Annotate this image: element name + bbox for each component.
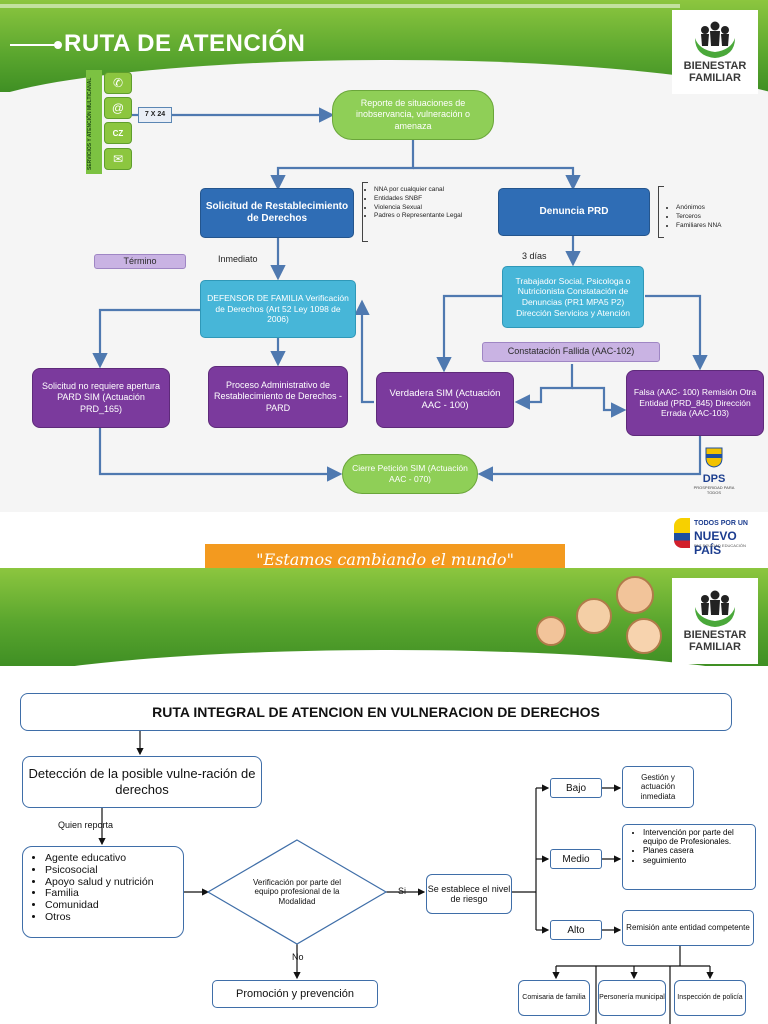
level-medio: Medio: [550, 849, 602, 869]
dps-subtext: PROSPERIDAD PARA TODOS: [693, 485, 735, 495]
solicitud-bracket: [362, 182, 368, 242]
institution-inspeccion: Inspección de policía: [674, 980, 746, 1016]
dps-logo: DPS PROSPERIDAD PARA TODOS: [690, 446, 738, 510]
institution-comisaria: Comisaria de familia: [518, 980, 590, 1016]
family-logo-icon: [695, 590, 735, 627]
list-item: seguimiento: [643, 856, 751, 865]
gov-line-2: NUEVO PAÍS: [694, 529, 737, 557]
child-illustration-icon: [576, 598, 612, 634]
list-item: Otros: [45, 911, 177, 924]
flow-connectors: [98, 731, 714, 1024]
title-line: [10, 44, 58, 46]
falsa-node: Falsa (AAC- 100) Remisión Otra Entidad (…: [626, 370, 764, 436]
child-illustration-icon: [536, 616, 566, 646]
cierre-node: Cierre Petición SIM (Actuación AAC - 070…: [342, 454, 478, 494]
ruta-atencion-slide: RUTA DE ATENCIÓN BIENESTAR FAMILIAR SERV…: [0, 0, 768, 512]
list-item: Familia: [45, 887, 177, 900]
child-illustration-icon: [626, 618, 662, 654]
quien-reporta-label: Quien reporta: [58, 820, 114, 830]
gov-line-3: PAZ EQUIDAD EDUCACIÓN: [694, 543, 746, 548]
gov-logo: TODOS POR UN NUEVO PAÍS PAZ EQUIDAD EDUC…: [668, 512, 764, 557]
list-item: Agente educativo: [45, 852, 177, 865]
slide-title: RUTA DE ATENCIÓN: [64, 30, 306, 57]
verificacion-node: Verificación por parte del equipo profes…: [252, 878, 342, 906]
list-item: Entidades SNBF: [374, 195, 506, 204]
inmediato-label: Inmediato: [218, 254, 258, 264]
list-item: Violencia Sexual: [374, 204, 506, 213]
level-alto: Alto: [550, 920, 602, 940]
constatacion-fallida-node: Constatación Fallida (AAC-102): [482, 342, 660, 362]
si-label: Si: [398, 886, 407, 896]
banner-curve: [0, 650, 768, 666]
verdadera-node: Verdadera SIM (Actuación AAC - 100): [376, 372, 514, 428]
nivel-riesgo-node: Se establece el nivel de riesgo: [426, 874, 512, 914]
coat-of-arms-icon: [705, 447, 723, 468]
solicitud-sources-list: NNA por cualquier canal Entidades SNBF V…: [366, 186, 506, 221]
list-item: Apoyo salud y nutrición: [45, 876, 177, 889]
list-item: Familiares NNA: [676, 222, 768, 231]
availability-label: 7 X 24: [138, 107, 172, 123]
list-item: Padres o Representante Legal: [374, 212, 506, 221]
list-item: NNA por cualquier canal: [374, 186, 506, 195]
defensor-node: DEFENSOR DE FAMILIA Verificación de Dere…: [200, 280, 356, 338]
no-label: No: [292, 952, 304, 962]
family-logo-icon: [695, 21, 735, 58]
route-title: RUTA INTEGRAL DE ATENCION EN VULNERACION…: [20, 693, 732, 731]
brand-line-2: FAMILIAR: [689, 641, 741, 653]
list-item: Psicosocial: [45, 864, 177, 877]
at-sign-icon: @: [104, 97, 132, 119]
list-item: Terceros: [676, 213, 768, 222]
report-node: Reporte de situaciones de inobservancia,…: [332, 90, 494, 140]
channels-strip: SERVICIOS Y ATENCIÓN MULTICANAL: [86, 70, 102, 174]
denuncia-node: Denuncia PRD: [498, 188, 650, 236]
bienestar-logo: BIENESTAR FAMILIAR: [672, 578, 758, 664]
solicitud-node: Solicitud de Restablecimiento de Derecho…: [200, 188, 354, 238]
banner-stripe: [0, 4, 680, 8]
promocion-node: Promoción y prevención: [212, 980, 378, 1008]
child-illustration-icon: [616, 576, 654, 614]
termino-label: Término: [94, 254, 186, 269]
alto-action-node: Remisión ante entidad competente: [622, 910, 754, 946]
medio-actions-list: Intervención por parte del equipo de Pro…: [622, 824, 756, 890]
building-icon: CZ: [104, 122, 132, 144]
flow-connectors: [92, 107, 708, 482]
denuncia-sources-list: Anónimos Terceros Familiares NNA: [668, 204, 768, 230]
second-header-banner: [0, 568, 768, 666]
tres-dias-label: 3 días: [522, 251, 547, 261]
decision-diamond: [206, 839, 388, 945]
brand-line-2: FAMILIAR: [689, 72, 741, 84]
denuncia-bracket: [658, 186, 664, 238]
no-requiere-node: Solicitud no requiere apertura PARD SIM …: [32, 368, 170, 428]
list-item: Anónimos: [676, 204, 768, 213]
bienestar-logo: BIENESTAR FAMILIAR: [672, 10, 758, 94]
list-item: Comunidad: [45, 899, 177, 912]
gov-line-1: TODOS POR UN: [694, 520, 748, 527]
dps-text: DPS: [702, 473, 726, 485]
trabajador-node: Trabajador Social, Psicologa o Nutricion…: [502, 266, 644, 328]
phone-icon: ✆: [104, 72, 132, 94]
flag-icon: [674, 518, 690, 548]
reporters-list: Agente educativo Psicosocial Apoyo salud…: [22, 846, 184, 938]
level-bajo: Bajo: [550, 778, 602, 798]
list-item: Planes casera: [643, 846, 751, 855]
brand-line-1: BIENESTAR: [683, 629, 747, 641]
list-item: Intervención por parte del equipo de Pro…: [643, 828, 751, 846]
mail-icon: ✉: [104, 148, 132, 170]
institution-personeria: Personería municipal: [598, 980, 666, 1016]
title-dot: [54, 41, 62, 49]
bajo-action-node: Gestión y actuación inmediata: [622, 766, 694, 808]
ruta-integral-slide: RUTA INTEGRAL DE ATENCION EN VULNERACION…: [0, 666, 768, 1024]
deteccion-node: Detección de la posible vulne-ración de …: [22, 756, 262, 808]
proceso-pard-node: Proceso Administrativo de Restablecimien…: [208, 366, 348, 428]
brand-line-1: BIENESTAR: [683, 60, 747, 72]
